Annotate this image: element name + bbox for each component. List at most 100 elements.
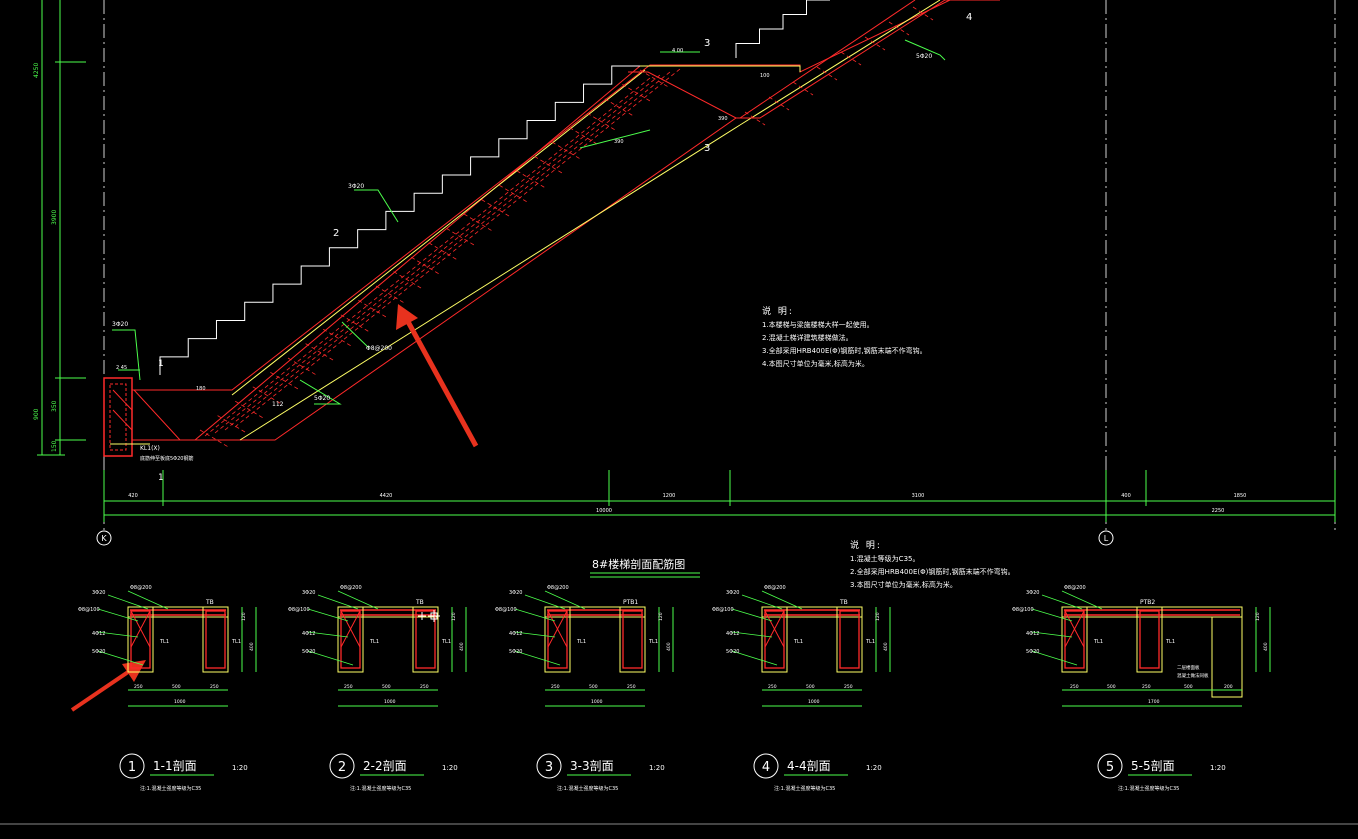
beam-left-hatch: [1064, 610, 1085, 648]
section-mark-3-top: 3: [704, 38, 710, 49]
drawing-title: 8#楼梯剖面配筋图: [592, 557, 685, 571]
slab-label: TB: [205, 599, 214, 606]
beam-label-right: TL1: [1165, 639, 1175, 645]
dim-h1: 120: [875, 612, 881, 621]
drawing-title-block: 8#楼梯剖面配筋图: [590, 557, 700, 578]
label-dim-left: 2 45: [116, 365, 127, 371]
beam-right: [836, 606, 863, 673]
beam-label-left: TL1: [793, 639, 803, 645]
rebar-label: Φ8@100: [495, 607, 517, 613]
beam-right-stirrup: [1139, 610, 1160, 669]
dim-seg: 250: [844, 684, 853, 690]
notes-bottom-item: 2.全部采用HRB400E(Φ)钢筋时,钢筋末端不作弯钩。: [850, 568, 1015, 576]
rebar-label: 4Φ12: [1026, 631, 1039, 637]
dim-total: 1000: [591, 699, 603, 705]
leader-line: [97, 631, 139, 638]
notes-top-heading: 说 明:: [762, 307, 794, 317]
leader-line: [761, 590, 803, 610]
axis-label-k: K: [101, 534, 107, 543]
section-number-circle: [1097, 753, 1123, 779]
rebar-label: Φ8@200: [547, 585, 569, 591]
left-dimension-chain: [37, 0, 86, 456]
beam-right-stirrup: [205, 610, 226, 669]
label-dim-390: 390: [614, 139, 624, 145]
leader-line: [307, 650, 354, 666]
axis-bubbles: K L: [96, 530, 1114, 546]
section-mark-4: 4: [966, 12, 972, 23]
stair-flight: [132, 0, 1000, 449]
label-3phi20-mid: 3Φ20: [348, 183, 364, 190]
beam-left-hatch: [340, 610, 361, 648]
section-number: 4: [762, 760, 770, 775]
rebar-label: 3Φ20: [92, 590, 105, 596]
rebar-label: 5Φ20: [92, 649, 105, 655]
rebar-label: 4Φ12: [509, 631, 522, 637]
section-scale: 1:20: [1210, 764, 1226, 772]
dim-h1: 120: [1255, 612, 1261, 621]
dim-h2: 400: [666, 642, 672, 651]
leader-line: [514, 631, 556, 638]
dim-seg: 250: [768, 684, 777, 690]
label-kl1: KL1(X): [140, 445, 160, 452]
notes-top: 说 明: 1.本楼梯与梁施楼梯大样一起使用。 2.混凝土梯详建筑楼梯做法。 3.…: [762, 306, 1022, 371]
section-5: 二层楼面板混凝土做法同板3Φ20Φ8@200Φ8@1004Φ125Φ20PTB2…: [1012, 585, 1271, 792]
dim-h2: 400: [459, 642, 465, 651]
extra-label: 二层楼面板: [1177, 664, 1200, 671]
section-number: 5: [1106, 760, 1114, 775]
section-title: 3-3剖面: [570, 759, 614, 773]
leader-line: [1041, 594, 1083, 610]
dim-seg: 500: [172, 684, 181, 690]
extra-label-2: 混凝土做法同板: [1177, 672, 1209, 679]
section-number: 3: [545, 760, 553, 775]
rebar-label: Φ8@100: [288, 607, 310, 613]
label-dim-180: 180: [196, 386, 206, 392]
rebar-label: 5Φ20: [1026, 649, 1039, 655]
rebar-label: Φ8@100: [712, 607, 734, 613]
section-number-circle: [329, 753, 355, 779]
section-title: 5-5剖面: [1131, 759, 1175, 773]
label-5phi20-top: 5Φ20: [916, 53, 932, 60]
stair-steps-upper: [735, 0, 830, 58]
dim-seg: 500: [806, 684, 815, 690]
beam-right: [412, 606, 439, 673]
beam-label-left: TL1: [369, 639, 379, 645]
leader-line: [731, 608, 773, 622]
beam-left-stirrup: [340, 610, 361, 669]
leader-line: [337, 590, 379, 610]
elevation-dim-line: [103, 470, 1336, 522]
section-note: 注:1.混凝土强度等级为C35: [350, 785, 411, 792]
beam-left: [127, 606, 154, 673]
beam-label-right: TL1: [648, 639, 658, 645]
dim-h2: 400: [883, 642, 889, 651]
section-number: 1: [128, 760, 136, 775]
leader-line: [317, 594, 359, 610]
beam-right-stirrup: [415, 610, 436, 669]
dim-seg: 250: [1070, 684, 1079, 690]
rebar-label: 3Φ20: [302, 590, 315, 596]
label-dim-112: 112: [272, 401, 284, 408]
section-note: 注:1.混凝土强度等级为C35: [1118, 785, 1179, 792]
red-arrow-upper: [396, 304, 479, 448]
leader-line: [307, 608, 349, 622]
beam-left-hatch: [547, 610, 568, 648]
slab-label: PTB1: [623, 599, 638, 606]
stair-steps: [159, 65, 640, 375]
beam-left-stirrup: [1064, 610, 1085, 669]
leader-line: [514, 650, 561, 666]
side-dim-bot: 150: [51, 440, 58, 452]
slab-label: TB: [839, 599, 848, 606]
side-dim-mid: 3900: [51, 210, 58, 225]
leader-line: [1031, 608, 1073, 622]
dim-seg3: 1200: [663, 493, 676, 499]
rebar-label: 5Φ20: [509, 649, 522, 655]
dim-total: 1000: [384, 699, 396, 705]
dim-total: 1700: [1148, 699, 1160, 705]
section-title: 2-2剖面: [363, 759, 407, 773]
slab-label: TB: [415, 599, 424, 606]
dim-seg: 500: [589, 684, 598, 690]
section-note: 注:1.混凝土强度等级为C35: [774, 785, 835, 792]
